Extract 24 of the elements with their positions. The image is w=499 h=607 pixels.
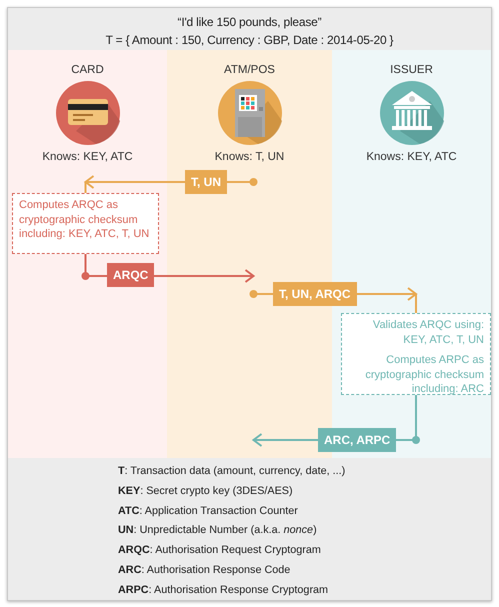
note-text: Computes ARPC as cryptographic checksum including: ARC xyxy=(364,353,484,396)
glossary-entry: ARPC: Authorisation Response Cryptogram xyxy=(118,584,328,596)
title: “I'd like 150 pounds, please” xyxy=(176,15,322,29)
glossary-entry: KEY: Secret crypto key (3DES/AES) xyxy=(118,484,293,497)
glossary-entry: ARC: Authorisation Response Code xyxy=(118,564,290,576)
note-text: Computes ARQC as cryptographic checksum including: KEY, ATC, T, UN xyxy=(19,198,150,242)
process-note xyxy=(12,193,159,254)
lane-note: Knows: KEY, ATC xyxy=(41,151,134,163)
lane-note: Knows: KEY, ATC xyxy=(365,151,458,163)
lane-heading: ISSUER xyxy=(389,64,434,76)
transaction-formula: T = { Amount : 150, Currency : GBP, Date : 2014-05-20 } xyxy=(104,33,394,47)
lane-note: Knows: T, UN xyxy=(214,151,286,163)
swimlane xyxy=(8,50,167,458)
lane-heading: ATM/POS xyxy=(223,64,276,76)
edge-label: ARQC xyxy=(107,263,154,287)
glossary-entry: ARQC: Authorisation Request Cryptogram xyxy=(118,544,321,556)
note-text: Validates ARQC using: KEY, ATC, T, UN xyxy=(372,318,484,347)
process-note xyxy=(341,313,491,395)
glossary-entry: ATC: Application Transaction Counter xyxy=(118,504,298,517)
edge-label: T, UN, ARQC xyxy=(273,282,357,306)
edge-label: T, UN xyxy=(185,170,227,194)
edge-label: ARC, ARPC xyxy=(318,428,396,452)
glossary-entry: UN: Unpredictable Number (a.k.a. nonce) xyxy=(118,524,317,536)
lane-heading: CARD xyxy=(70,64,105,76)
